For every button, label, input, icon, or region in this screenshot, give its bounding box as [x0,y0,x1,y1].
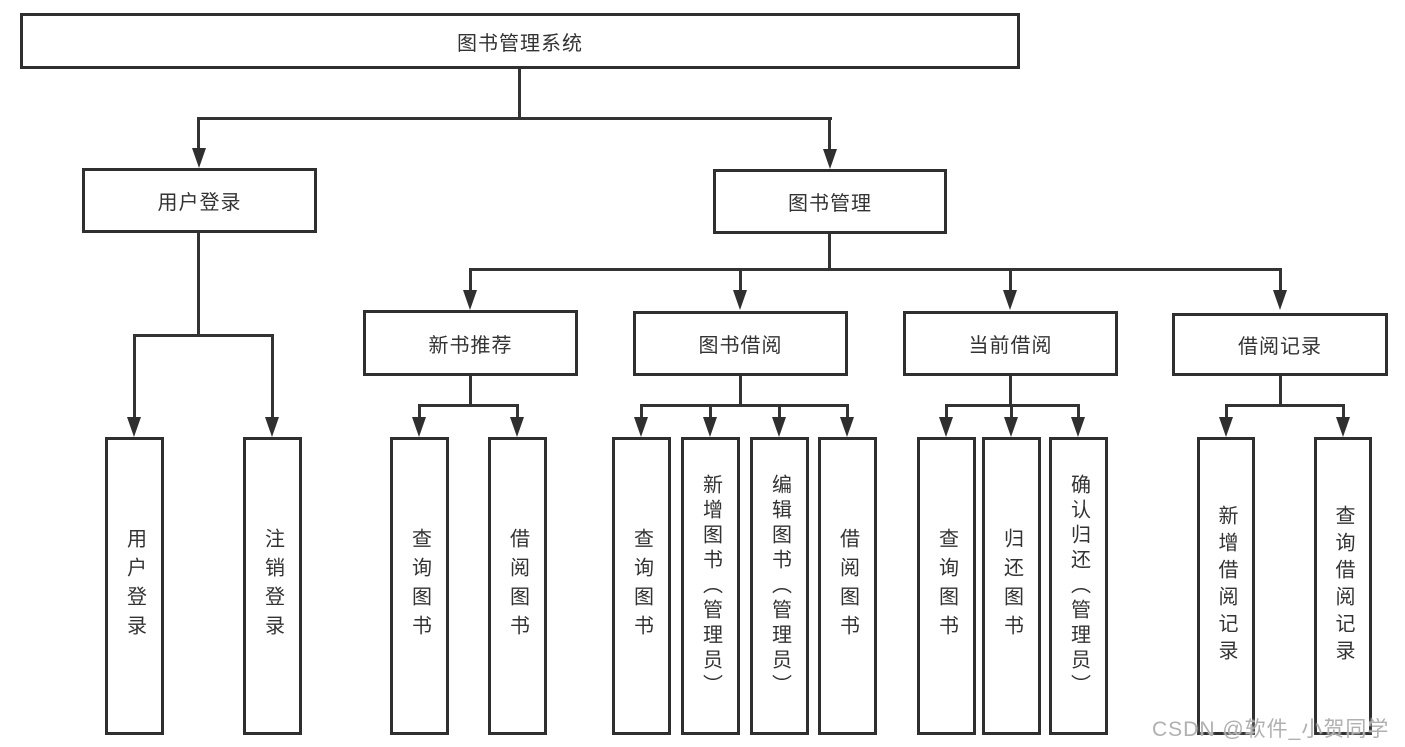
node-leaf-nbr-borrow: 借阅图书 [488,437,547,735]
connector-currentborrow-drop [1009,268,1012,292]
connector-newbookrec-stem [469,375,472,407]
arrow-leaf-bb-query [634,417,648,437]
node-book-mgmt: 图书管理 [713,169,947,234]
node-user-login-label: 用户登录 [157,192,242,214]
connector-root-hline [197,117,832,120]
arrow-leaf-logout [265,417,279,437]
node-leaf-bb-borrow-label: 借阅图书 [836,528,859,644]
node-leaf-bb-query: 查询图书 [612,437,671,735]
node-leaf-bb-add-label: 新增图书（管理员） [699,473,722,699]
connector-currentborrow-stem [1009,375,1012,407]
connector-leaf-nbr-query-drop [418,404,421,419]
connector-borrowrecord-drop [1279,268,1282,292]
connector-bookborrow-stem [739,375,742,407]
node-new-book-rec: 新书推荐 [363,310,578,376]
node-current-borrow: 当前借阅 [903,311,1118,376]
connector-bookmgmt-hline [469,268,1282,271]
connector-leaf-br-query-drop [1342,404,1345,419]
node-leaf-bb-add: 新增图书（管理员） [681,437,740,735]
arrow-userlogin [192,148,206,168]
arrow-leaf-cb-return [1004,417,1018,437]
node-leaf-nbr-query-label: 查询图书 [408,528,431,644]
connector-userlogin-hline [133,334,274,337]
arrow-leaf-userlogin [127,417,141,437]
node-leaf-cb-return: 归还图书 [982,437,1041,735]
arrow-leaf-nbr-borrow [510,417,524,437]
arrow-leaf-bb-add [703,417,717,437]
arrow-newbookrec [463,290,477,310]
connector-leaf-bb-borrow-drop [846,404,849,419]
connector-leaf-cb-query-drop [945,404,948,419]
node-root-label: 图书管理系统 [457,32,583,55]
node-root: 图书管理系统 [20,13,1020,69]
node-leaf-br-add-label: 新增借阅记录 [1215,505,1237,667]
node-leaf-bb-edit-label: 编辑图书（管理员） [768,473,791,699]
arrow-leaf-br-query [1336,417,1350,437]
connector-newbookrec-drop [469,268,472,292]
arrow-leaf-cb-confirm [1071,417,1085,437]
watermark-text: CSDN @软件_小贺同学 [1152,718,1390,741]
connector-bookmgmt-drop [828,117,831,150]
node-leaf-bb-edit: 编辑图书（管理员） [750,437,809,735]
arrow-leaf-br-add [1219,417,1233,437]
node-leaf-br-query-label: 查询借阅记录 [1332,505,1354,667]
node-book-borrow-label: 图书借阅 [698,335,783,357]
connector-leaf-nbr-borrow-drop [516,404,519,419]
node-leaf-user-login-label: 用户登录 [123,528,146,644]
connector-leaf-bb-edit-drop [778,404,781,419]
node-leaf-user-login: 用户登录 [105,437,164,735]
node-leaf-br-query: 查询借阅记录 [1314,437,1372,735]
node-leaf-logout-label: 注销登录 [261,528,284,644]
connector-leaf-userlogin-drop [133,334,136,419]
connector-bookborrow-drop [739,268,742,292]
node-book-mgmt-label: 图书管理 [788,193,872,215]
arrow-leaf-cb-query [939,417,953,437]
connector-leaf-bb-add-drop [709,404,712,419]
arrow-leaf-bb-edit [772,417,786,437]
connector-leaf-cb-confirm-drop [1077,404,1080,419]
arrow-leaf-bb-borrow [840,417,854,437]
arrow-bookmgmt [823,149,837,169]
node-leaf-cb-confirm-label: 确认归还（管理员） [1067,473,1090,699]
connector-leaf-bb-query-drop [640,404,643,419]
node-current-borrow-label: 当前借阅 [968,335,1053,357]
connector-userlogin-stem [197,232,200,336]
node-borrow-record: 借阅记录 [1172,313,1388,376]
connector-leaf-logout-drop [271,334,274,419]
connector-borrowrecord-stem [1279,375,1282,407]
node-leaf-cb-confirm: 确认归还（管理员） [1049,437,1108,735]
node-borrow-record-label: 借阅记录 [1238,336,1322,358]
connector-newbookrec-hline [418,404,519,407]
connector-bookborrow-hline [640,404,849,407]
arrow-bookborrow [733,290,747,310]
node-leaf-cb-return-label: 归还图书 [1000,528,1023,644]
arrow-borrowrecord [1273,290,1287,310]
connector-bookmgmt-stem [828,233,831,270]
node-leaf-cb-query-label: 查询图书 [935,528,958,644]
node-leaf-bb-borrow: 借阅图书 [818,437,877,735]
connector-userlogin-drop [197,117,200,150]
node-new-book-rec-label: 新书推荐 [428,334,513,357]
arrow-leaf-nbr-query [412,417,426,437]
connector-leaf-br-add-drop [1225,404,1228,419]
connector-borrowrecord-hline [1225,404,1345,407]
connector-root-stem [518,69,521,117]
node-leaf-nbr-borrow-label: 借阅图书 [506,528,529,644]
node-user-login: 用户登录 [82,168,317,233]
node-leaf-logout: 注销登录 [243,437,302,735]
node-book-borrow: 图书借阅 [633,311,848,376]
node-leaf-br-add: 新增借阅记录 [1197,437,1255,735]
arrow-currentborrow [1003,290,1017,310]
node-leaf-bb-query-label: 查询图书 [630,528,653,644]
node-leaf-cb-query: 查询图书 [917,437,976,735]
connector-leaf-cb-return-drop [1010,404,1013,419]
node-leaf-nbr-query: 查询图书 [390,437,449,735]
